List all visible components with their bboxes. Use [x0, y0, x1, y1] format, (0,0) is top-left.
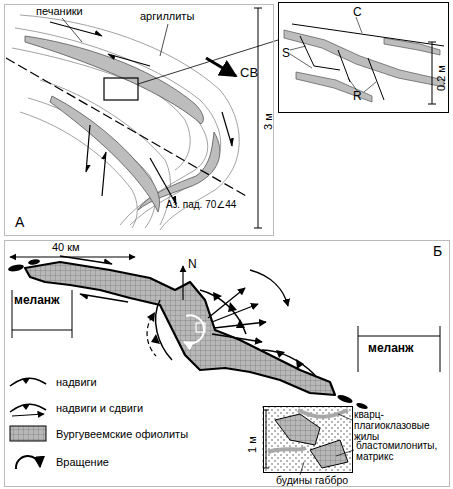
thrust-tooth: [276, 350, 285, 358]
thrust-tooth: [22, 378, 30, 384]
rotation-symbol: [8, 452, 50, 474]
unit-label: меланж: [368, 342, 414, 355]
shear-arrow: [108, 54, 150, 66]
direction-arrow: [206, 58, 236, 76]
dip-label: Аз. пад. 70∠44: [166, 199, 236, 210]
unit-label: меланж: [14, 294, 60, 307]
legend-text: Вращение: [56, 456, 109, 468]
legend-text: надвиги и сдвиги: [56, 402, 143, 414]
scale-label: 3 м: [262, 113, 274, 130]
strike-slip-arrow: [12, 414, 44, 416]
quartz-vein: [298, 410, 348, 417]
callout-label: бластомилониты, матрикс: [356, 440, 450, 462]
sandstone-band: [25, 36, 203, 124]
dashed-arc: [147, 316, 156, 356]
melange-block: [8, 263, 25, 272]
leader-line: [62, 18, 82, 42]
thrust-tooth: [22, 404, 30, 410]
panel-letter: А: [15, 215, 24, 230]
s-plane: [300, 36, 350, 82]
thrust-line: [10, 404, 46, 412]
rock-label: аргиллиты: [140, 10, 194, 22]
scale-label: 1 м: [246, 436, 258, 453]
shear-arrow: [222, 112, 232, 146]
thrust-arrow: [212, 304, 258, 322]
melange-block: [28, 258, 41, 265]
r-shear: [368, 58, 384, 100]
scale-label: 40 км: [52, 241, 80, 253]
fabric-label: S: [282, 47, 290, 60]
melange-block: [336, 393, 353, 404]
radial-arrows: [60, 256, 288, 342]
fabric-label: R: [353, 90, 362, 103]
thrust-arrow: [208, 288, 245, 318]
layer-line: [40, 80, 170, 225]
thrust-symbol: [8, 372, 50, 394]
sandstone-bands: [25, 36, 220, 212]
inset-locator: [104, 78, 138, 100]
scale-label: 0.2 м: [435, 65, 447, 91]
shear-arrow: [102, 152, 106, 196]
thrust-tooth: [151, 334, 160, 344]
thrust-strike-slip-symbol: [8, 398, 50, 420]
layer-line: [20, 112, 137, 228]
inset-frame: C S R 0.2 м: [278, 2, 449, 113]
c-plane: [292, 24, 444, 46]
ophiolite-swatch: [10, 426, 46, 441]
rock-label: печаники: [36, 5, 83, 17]
shear-arrow: [50, 22, 102, 36]
rotation-symbol: [184, 315, 204, 343]
leader-line: [160, 24, 168, 56]
thrust-tooth: [213, 292, 222, 301]
fault-line: [6, 58, 246, 196]
thrust-line: [262, 350, 315, 375]
layer-line: [20, 15, 239, 230]
shear-arrow: [150, 158, 176, 204]
panel-letter: Б: [433, 244, 442, 259]
legend-text: надвиги: [56, 376, 97, 388]
callout-label: кварц-плагиоклазовые жилы: [354, 409, 450, 442]
thrust-line: [10, 378, 46, 386]
rotation-arc: [16, 456, 40, 469]
inset-frame: 1 м: [263, 406, 353, 473]
direction-label: СВ: [240, 66, 258, 80]
thrust-tooth: [236, 319, 245, 328]
thrust-line: [156, 300, 172, 360]
blastomylonite-matrix: [262, 405, 352, 472]
ophiolite-swatch: [8, 424, 50, 446]
inset-locator: [196, 323, 205, 332]
north-arrow: [182, 266, 183, 300]
callout-label: будины габбро: [276, 475, 348, 487]
argillite-layering: [12, 15, 239, 230]
quartz-vein: [268, 448, 306, 452]
thrust-arrow: [212, 334, 262, 342]
melange-bracket: [12, 290, 72, 338]
shear-arrow: [86, 125, 90, 172]
scale-bracket: [254, 8, 262, 228]
thrust-tooth: [296, 359, 304, 369]
layer-line: [12, 48, 208, 225]
leader-line: [300, 414, 354, 475]
inset-leader: [138, 40, 278, 84]
thrust-tooth: [228, 302, 237, 312]
scale-bracket: [428, 42, 436, 104]
leader-line: [290, 17, 376, 92]
strike-slip-arrow: [60, 256, 112, 264]
shear-arrows: [50, 22, 232, 204]
thrust-arrow: [214, 322, 266, 328]
fabric-label: C: [353, 6, 362, 19]
strike-slip-arrow: [80, 294, 128, 302]
gabbro-boudin: [275, 414, 320, 445]
melange-bracket: [358, 326, 440, 372]
rotation-arc: [250, 270, 288, 306]
layer-line: [15, 28, 221, 225]
thrusts: [156, 290, 315, 375]
legend-text: Вургувеемские офиолиты: [56, 428, 188, 440]
north-label: N: [188, 258, 197, 271]
sandstone-band: [50, 96, 160, 212]
